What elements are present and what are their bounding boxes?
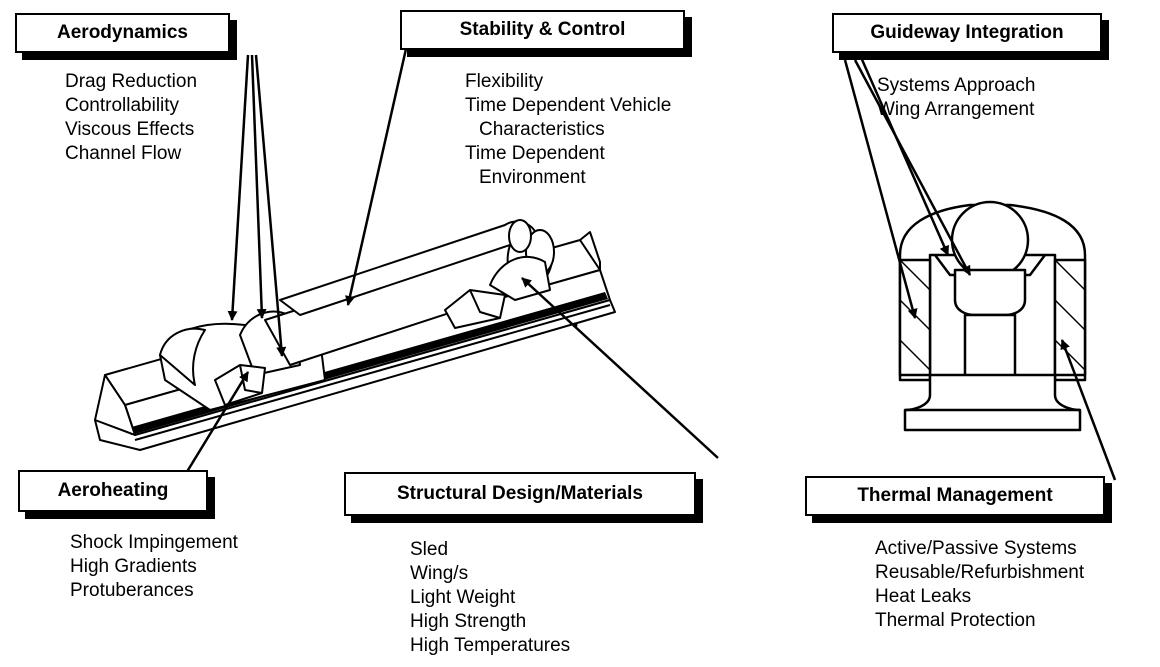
structural-design-item: Sled [410, 539, 449, 560]
rail-end [94, 374, 136, 436]
aerodynamics-items: Drag Reduction Controllability Viscous E… [65, 70, 197, 166]
thermal-management-title-box: Thermal Management [805, 476, 1105, 516]
arrow-aero-3 [254, 54, 287, 357]
sled-track-illustration [94, 219, 616, 451]
arrow-guideway-2 [853, 59, 972, 276]
arrow-stability [345, 39, 410, 306]
aeroheating-title: Aeroheating [57, 480, 169, 501]
aeroheating-item: Shock Impingement [70, 532, 238, 553]
aft-slipper [444, 289, 506, 329]
aeroheating-item: High Gradients [70, 556, 197, 577]
rail-flange [934, 254, 1046, 277]
rail-web [963, 313, 1017, 382]
arrow-aero-2 [250, 54, 267, 319]
rail-head [950, 200, 1030, 280]
structural-design-title-box: Structural Design/Materials [344, 472, 696, 516]
thermal-management-item: Active/Passive Systems [875, 538, 1077, 559]
thermal-management-title: Thermal Management [857, 485, 1053, 506]
aerodynamics-item: Channel Flow [65, 143, 182, 164]
arrows [183, 39, 1117, 481]
guideway-integration-item: Systems Approach [877, 75, 1036, 96]
stability-control-item: Characteristics [479, 119, 605, 140]
stability-control-title-box: Stability & Control [400, 10, 685, 50]
structural-design-title: Structural Design/Materials [396, 483, 644, 504]
stability-control-item: Flexibility [465, 71, 544, 92]
stability-control-item: Environment [479, 167, 586, 188]
structural-design-item: High Strength [410, 611, 527, 632]
arrow-thermal [1060, 339, 1117, 481]
arrow-guideway-3 [858, 54, 950, 256]
aeroheating-item: Protuberances [70, 580, 194, 601]
sled-nose-cone [159, 327, 206, 386]
rail-stem [953, 268, 1027, 317]
rail-base-line [134, 304, 611, 441]
guideway-integration-items: Systems Approach Wing Arrangement [877, 74, 1035, 122]
guideway-integration-title: Guideway Integration [870, 22, 1064, 43]
arrow-aero-1 [227, 54, 250, 321]
structural-design-item: High Temperatures [410, 635, 571, 656]
stability-control-item: Time Dependent [465, 143, 605, 164]
stability-control-title: Stability & Control [459, 19, 626, 40]
aerodynamics-item: Viscous Effects [65, 119, 195, 140]
guideway-integration-title-box: Guideway Integration [832, 13, 1102, 53]
aerodynamics-item: Drag Reduction [65, 71, 198, 92]
thermal-management-items: Active/Passive Systems Reusable/Refurbis… [875, 537, 1084, 633]
thermal-management-item: Heat Leaks [875, 586, 972, 607]
aerodynamics-title: Aerodynamics [57, 22, 188, 43]
aerodynamics-item: Controllability [65, 95, 180, 116]
structural-design-item: Wing/s [410, 563, 469, 584]
aeroheating-title-box: Aeroheating [18, 470, 208, 512]
thermal-management-item: Thermal Protection [875, 610, 1036, 631]
aerodynamics-title-box: Aerodynamics [15, 13, 230, 53]
guideway-foot [903, 373, 1082, 432]
arrow-structural [521, 277, 719, 459]
arrow-guideway-1 [843, 59, 918, 319]
aeroheating-items: Shock Impingement High Gradients Protube… [70, 531, 238, 603]
structural-design-item: Light Weight [410, 587, 516, 608]
rail-detail [579, 231, 601, 270]
stability-control-items: Flexibility Time Dependent Vehicle Chara… [465, 70, 671, 190]
guideway-integration-item: Wing Arrangement [877, 99, 1035, 120]
tube-end-cap-2 [508, 219, 532, 253]
stability-control-item: Time Dependent Vehicle [465, 95, 672, 116]
guideway-cross-section [898, 200, 1087, 432]
aft-slipper-face [469, 289, 501, 319]
arrow-aeroheating [183, 371, 250, 476]
structural-design-items: Sled Wing/s Light Weight High Strength H… [410, 538, 570, 658]
thermal-management-item: Reusable/Refurbishment [875, 562, 1085, 583]
